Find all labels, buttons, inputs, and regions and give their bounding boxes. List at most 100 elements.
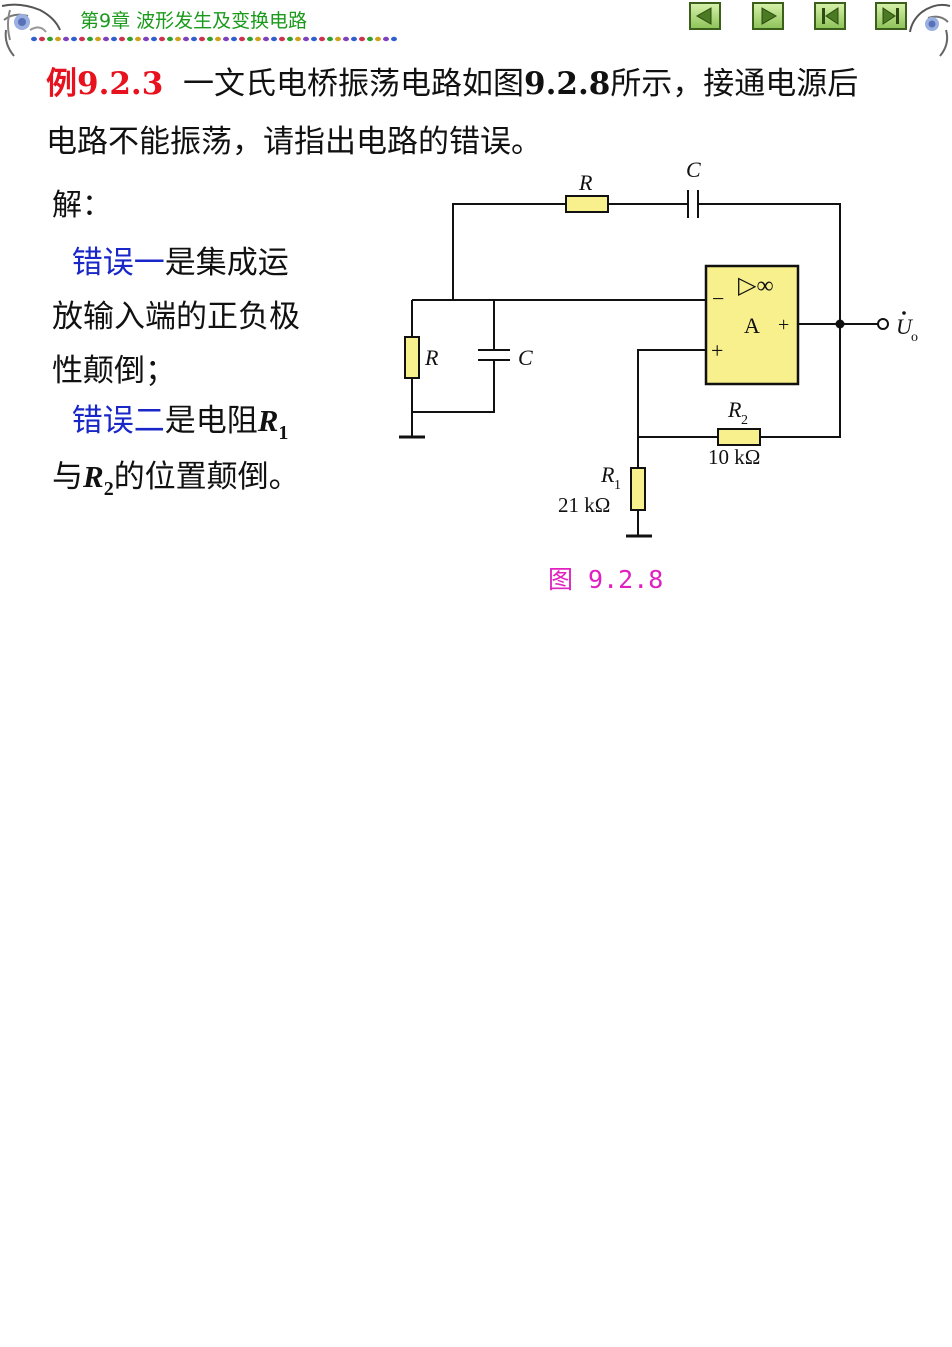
figure-caption: 图 9.2.8: [548, 565, 664, 594]
opamp-symbol: ▷∞: [738, 273, 774, 299]
label-r-left: R: [424, 345, 439, 370]
decorative-dot: [359, 36, 365, 42]
error2-line1: 错误二是电阻R1: [52, 394, 289, 460]
triangle-left-icon: [695, 7, 712, 25]
decorative-dot: [71, 36, 77, 42]
next-page-button[interactable]: [752, 2, 784, 30]
label-r1-value: 21 kΩ: [558, 493, 610, 517]
label-r-top: R: [578, 170, 593, 195]
decorative-dot: [383, 36, 389, 42]
decorative-dot: [159, 36, 165, 42]
error1-line3: 性颠倒；: [52, 353, 176, 389]
decorative-dot: [175, 36, 181, 42]
decorative-dot: [95, 36, 101, 42]
decorative-dot: [135, 36, 141, 42]
decorative-dot: [215, 36, 221, 42]
chapter-title: 第9章 波形发生及变换电路: [80, 10, 308, 32]
output-junction-dot: [835, 319, 845, 329]
decorative-dot: [47, 36, 53, 42]
first-page-button[interactable]: [814, 2, 846, 30]
decorative-dot: [151, 36, 157, 42]
decorative-dot: [63, 36, 69, 42]
figure-reference: 9.2.8: [524, 66, 611, 102]
label-output-sub: o: [911, 330, 918, 345]
error1-line2: 放输入端的正负极: [52, 299, 300, 335]
decorative-dotted-line: [31, 36, 397, 42]
opamp-label-a: A: [744, 313, 760, 338]
decorative-dot: [295, 36, 301, 42]
decorative-dot: [223, 36, 229, 42]
problem-text-part1: 一文氏电桥振荡电路如图: [183, 66, 525, 102]
decorative-dot: [39, 36, 45, 42]
decorative-dot: [183, 36, 189, 42]
decorative-dot: [351, 36, 357, 42]
label-r2: R: [727, 397, 742, 422]
decorative-dot: [87, 36, 93, 42]
resistor-r-left: [404, 336, 420, 379]
decorative-dot: [231, 36, 237, 42]
decorative-dot: [303, 36, 309, 42]
error1-label: 错误一: [71, 245, 165, 281]
error1-line1: 错误一是集成运: [52, 236, 289, 290]
decorative-dot: [103, 36, 109, 42]
decorative-dot: [199, 36, 205, 42]
resistor-r-top: [565, 195, 609, 213]
decorative-dot: [247, 36, 253, 42]
label-r1: R: [600, 462, 615, 487]
decorative-dot: [143, 36, 149, 42]
r1-subscript: 1: [278, 422, 289, 444]
skip-to-end-icon: [882, 7, 899, 25]
decorative-dot: [263, 36, 269, 42]
r2-symbol: R: [83, 459, 104, 494]
error2-text-c: 的位置颠倒。: [113, 459, 300, 495]
label-c-left: C: [518, 345, 533, 370]
opamp-plus-sign: +: [711, 338, 723, 363]
decorative-dot: [79, 36, 85, 42]
problem-text-part2: 所示，接通电源后: [610, 66, 859, 102]
decorative-dot: [255, 36, 261, 42]
triangle-right-icon: [761, 7, 778, 25]
decorative-dot: [191, 36, 197, 42]
decorative-dot: [287, 36, 293, 42]
wire-c-left-bottom: [412, 360, 495, 413]
output-dot-accent: [902, 311, 906, 315]
error2-label: 错误二: [71, 403, 165, 439]
decorative-dot: [271, 36, 277, 42]
decorative-dot: [119, 36, 125, 42]
label-r2-value: 10 kΩ: [708, 445, 760, 469]
error1-text: 是集成运: [164, 245, 289, 281]
corner-ornament-left: [1, 3, 61, 57]
decorative-dot: [319, 36, 325, 42]
r1-symbol: R: [257, 403, 279, 438]
last-page-button[interactable]: [875, 2, 907, 30]
decorative-dot: [367, 36, 373, 42]
resistor-r1: [630, 467, 646, 511]
decorative-dot: [311, 36, 317, 42]
output-terminal: [877, 318, 889, 330]
error2-line2: 与R2的位置颠倒。: [52, 450, 300, 516]
example-label: 例9.2.3: [46, 66, 164, 102]
decorative-dot: [239, 36, 245, 42]
opamp-output-plus: +: [778, 314, 789, 336]
decorative-dot: [31, 36, 37, 42]
wire-left-top: [452, 203, 566, 300]
decorative-dot: [335, 36, 341, 42]
decorative-dot: [327, 36, 333, 42]
error2-text-b: 与: [52, 459, 83, 495]
wien-bridge-circuit-diagram: R C R C ▷∞ A + − + U o R 2 10 kΩ R 1 21 …: [399, 157, 918, 538]
decorative-dot: [111, 36, 117, 42]
decorative-dot: [55, 36, 61, 42]
decorative-dot: [207, 36, 213, 42]
decorative-dot: [391, 36, 397, 42]
decorative-dot: [279, 36, 285, 42]
decorative-dot: [127, 36, 133, 42]
decorative-dot: [343, 36, 349, 42]
problem-statement-line2: 电路不能振荡，请指出电路的错误。: [46, 124, 542, 160]
label-r2-sub: 2: [741, 413, 748, 428]
decorative-dot: [167, 36, 173, 42]
skip-to-start-icon: [822, 7, 839, 25]
wire-to-plus-input: [637, 349, 706, 468]
error2-text-a: 是电阻: [164, 403, 258, 439]
resistor-r2: [717, 428, 761, 446]
previous-page-button[interactable]: [689, 2, 721, 30]
